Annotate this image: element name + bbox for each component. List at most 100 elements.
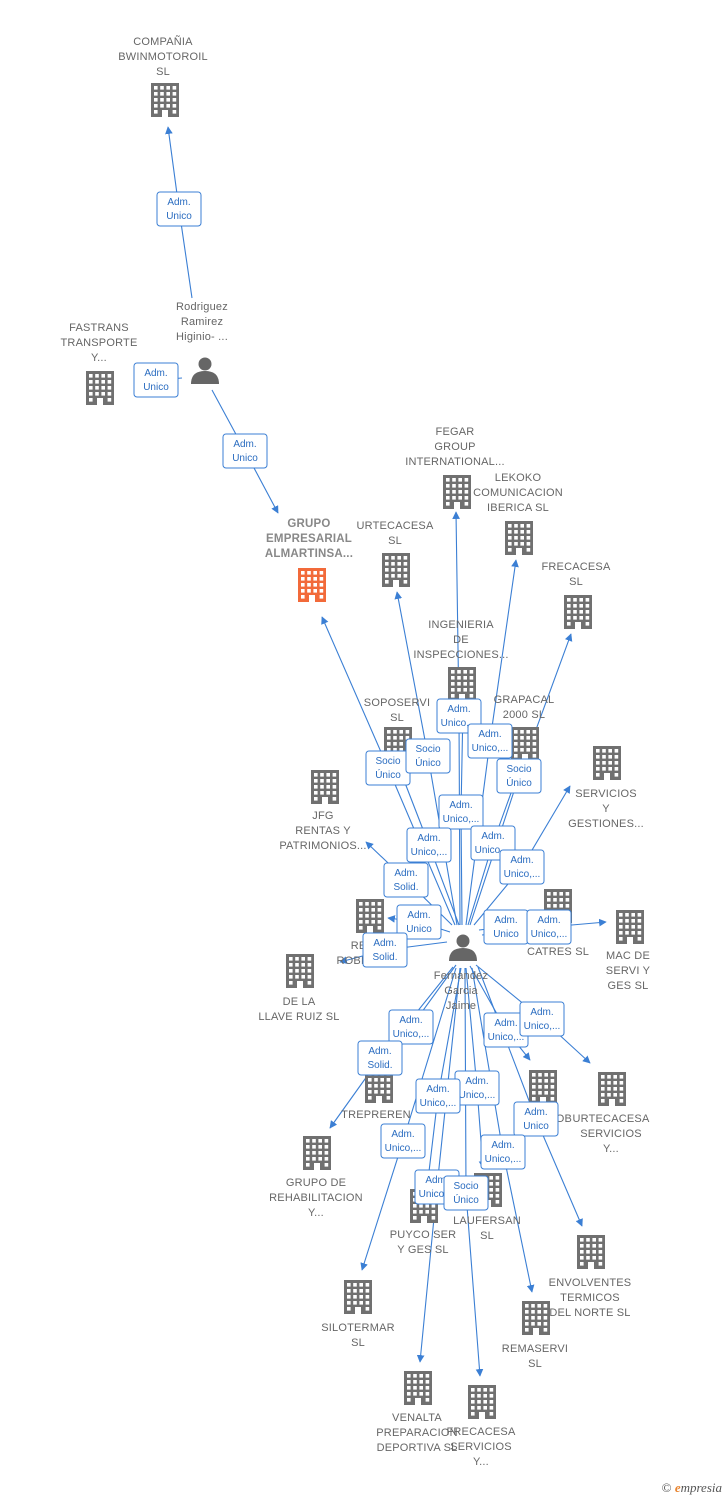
edge-label[interactable]: Adm.Solid. [383, 862, 429, 898]
node-label: INTERNATIONAL... [405, 456, 505, 468]
edge-label[interactable]: Adm.Unico,... [526, 909, 572, 945]
node-label: GRUPO DE [286, 1177, 346, 1189]
node-servicios-gestiones[interactable]: SERVICIOSYGESTIONES... [568, 746, 644, 830]
edge-label-text: Unico,... [411, 847, 448, 858]
edge-label-text: Adm. [465, 1076, 488, 1087]
node-label: SL [156, 66, 170, 78]
node-label: Y... [308, 1207, 324, 1219]
edge-label-text: Solid. [372, 952, 397, 963]
node-label: LAUFERSAN [453, 1215, 521, 1227]
building-icon [529, 1070, 557, 1104]
edge-label[interactable]: Adm.Unico,... [454, 1070, 500, 1106]
node-label: INGENIERIA [428, 619, 494, 631]
node-label: VENALTA [392, 1412, 442, 1424]
building-icon [443, 475, 471, 509]
edge-label-text: Unico,... [420, 1098, 457, 1109]
node-label: SERVICIOS [575, 788, 637, 800]
edge-label-text: Adm. [373, 938, 396, 949]
node-label: TERMICOS [560, 1292, 620, 1304]
edge-label-text: Adm. [233, 439, 256, 450]
node-label: SL [569, 576, 583, 588]
edge-label-text: Unico [493, 929, 519, 940]
edge-label[interactable]: Adm.Unico,... [388, 1009, 434, 1045]
edge-label[interactable]: Adm.Unico [513, 1101, 559, 1137]
node-label: SERVICIOS [580, 1128, 642, 1140]
edge-label-text: Adm. [524, 1107, 547, 1118]
edge-label[interactable]: Adm.Unico [133, 362, 179, 398]
edge-label[interactable]: Adm. Unico,... [415, 1078, 461, 1114]
edge-label[interactable]: Adm. Unico [156, 191, 202, 227]
edge-label-text: Adm. [399, 1015, 422, 1026]
node-rodriguez[interactable]: RodriguezRamirezHiginio- ... [176, 301, 228, 384]
node-grupo-rehab[interactable]: GRUPO DE REHABILITACION Y... [269, 1136, 363, 1219]
building-icon [356, 899, 384, 933]
node-label: Higinio- ... [176, 331, 228, 343]
edge-label[interactable]: Adm.Unico,... [438, 794, 484, 830]
building-icon [598, 1072, 626, 1106]
node-grupo-almartinsa[interactable]: GRUPOEMPRESARIALALMARTINSA... [265, 518, 353, 602]
edge-label[interactable]: Adm.Unico [222, 433, 268, 469]
edge-label[interactable]: Adm.Unico,... [483, 1012, 529, 1048]
node-ingenieria[interactable]: INGENIERIADEINSPECCIONES... [413, 619, 508, 701]
node-label: FRECACESA [446, 1426, 515, 1438]
edge-label-text: Unico,... [485, 1154, 522, 1165]
node-label: CATRES SL [527, 946, 589, 958]
edge-label-text: Adm. [167, 197, 190, 208]
node-label: SL [388, 535, 402, 547]
building-icon [344, 1280, 372, 1314]
node-label: EMPRESARIAL [266, 533, 352, 545]
node-urtecacesa-servicios[interactable]: URTECACESASERVICIOSY... [573, 1072, 650, 1155]
node-fastrans[interactable]: FASTRANSTRANSPORTEY... [61, 322, 138, 405]
building-icon [303, 1136, 331, 1170]
building-icon [286, 954, 314, 988]
node-label: GROUP [434, 441, 475, 453]
edge-label[interactable]: Adm.Unico [396, 904, 442, 940]
edge-label-text: Unico,... [419, 1189, 456, 1200]
edge-label-text: Unico [166, 211, 192, 222]
building-icon [151, 83, 179, 117]
node-label: DE [453, 634, 469, 646]
edge-label[interactable]: Adm.Unico,... [499, 849, 545, 885]
edge-label[interactable]: Adm. Solid. [362, 932, 408, 968]
edge-label[interactable]: Adm.Unico,... [480, 1134, 526, 1170]
edge-label[interactable]: Adm.Solid. [357, 1040, 403, 1076]
edge-label[interactable]: Adm.Unico,... [380, 1123, 426, 1159]
edge-label-text: Socio [415, 744, 440, 755]
node-label: SILOTERMAR [321, 1322, 395, 1334]
building-icon [468, 1385, 496, 1419]
edge-label[interactable]: Adm.Unico,... [519, 1001, 565, 1037]
node-fegar[interactable]: FEGARGROUPINTERNATIONAL... [405, 426, 505, 509]
node-label: REHABILITACION [269, 1192, 363, 1204]
edge-label-text: Adm. [530, 1007, 553, 1018]
node-label: PUYCO SER [390, 1229, 457, 1241]
node-label: IBERICA SL [487, 502, 549, 514]
node-label: JFG [312, 810, 333, 822]
edge-label-text: Adm. [426, 1084, 449, 1095]
node-label: LEKOKO [495, 472, 542, 484]
edge-label[interactable]: Adm.Unico [483, 909, 529, 945]
node-trepreren[interactable]: TREPREREN [341, 1069, 411, 1121]
edge-label[interactable]: Adm.Unico,... [406, 827, 452, 863]
edge-label[interactable]: Adm.Unico,... [467, 723, 513, 759]
node-frecacesa-servicios[interactable]: FRECACESASERVICIOSY... [446, 1385, 516, 1468]
building-icon [616, 910, 644, 944]
edge-label-text: Unico,... [504, 869, 541, 880]
